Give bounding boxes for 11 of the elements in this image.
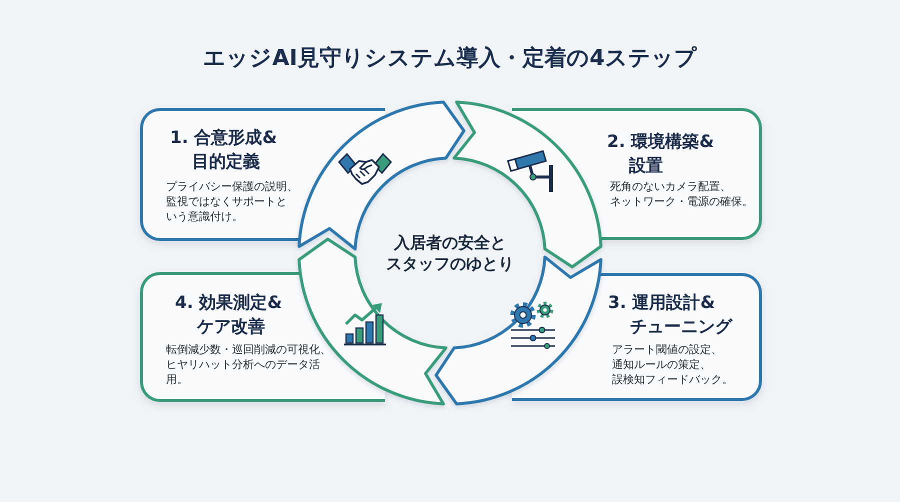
step-title: 4. 効果測定&ケア改善 (175, 292, 282, 339)
center-label: 入居者の安全とスタッフのゆとり (386, 232, 514, 274)
cycle-arrow-segment (434, 256, 602, 406)
step-description: アラート閾値の設定、通知ルールの策定、誤検知フィードバック。 (612, 342, 733, 387)
diagram-title: エッジAI見守りシステム導入・定着の4ステップ (203, 44, 697, 73)
step-description: 転倒減少数・巡回削減の可視化、ヒヤリハット分析へのデータ活用。 (166, 342, 331, 387)
step-description: プライバシー保護の説明、監視ではなくサポートという意識付け。 (166, 179, 298, 224)
step-title: 3. 運用設計&チューニング (608, 292, 732, 339)
step-description: 死角のないカメラ配置、ネットワーク・電源の確保。 (610, 179, 753, 209)
step-title: 2. 環境構築&設置 (607, 131, 714, 178)
step-title: 1. 合意形成&目的定義 (170, 127, 278, 174)
